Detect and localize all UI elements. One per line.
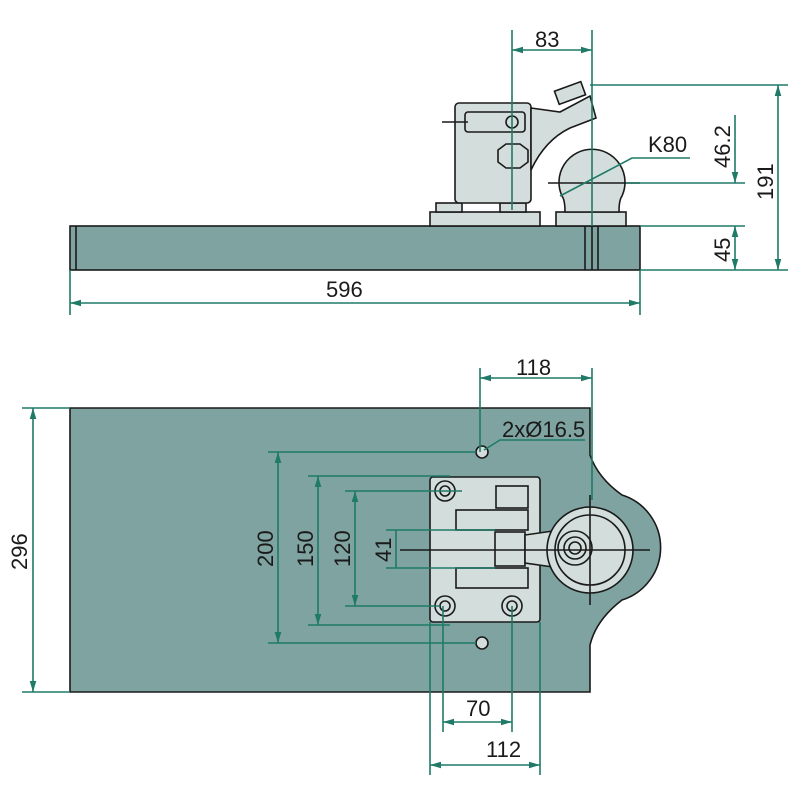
dim-70: 70 [466,696,490,721]
dim-596: 596 [326,277,363,302]
side-plate [69,225,641,271]
dim-holes: 2xØ16.5 [502,417,585,442]
dim-83: 83 [535,27,559,52]
dim-118: 118 [516,355,551,380]
dim-46-2: 46.2 [710,125,735,168]
dim-150: 150 [293,530,318,567]
top-view: 118 2xØ16.5 296 200 150 120 41 70 112 [7,355,662,775]
dim-296: 296 [7,533,32,570]
dim-200: 200 [253,530,278,567]
dim-45: 45 [710,238,735,262]
side-dimensions [69,30,788,315]
dim-41: 41 [371,538,396,562]
side-view: 83 K80 191 46.2 45 596 [69,27,788,315]
dim-k80: K80 [648,132,687,157]
dim-120: 120 [330,530,355,567]
top-dimensions [22,368,593,775]
dim-191: 191 [753,163,778,200]
dim-112: 112 [486,737,521,762]
